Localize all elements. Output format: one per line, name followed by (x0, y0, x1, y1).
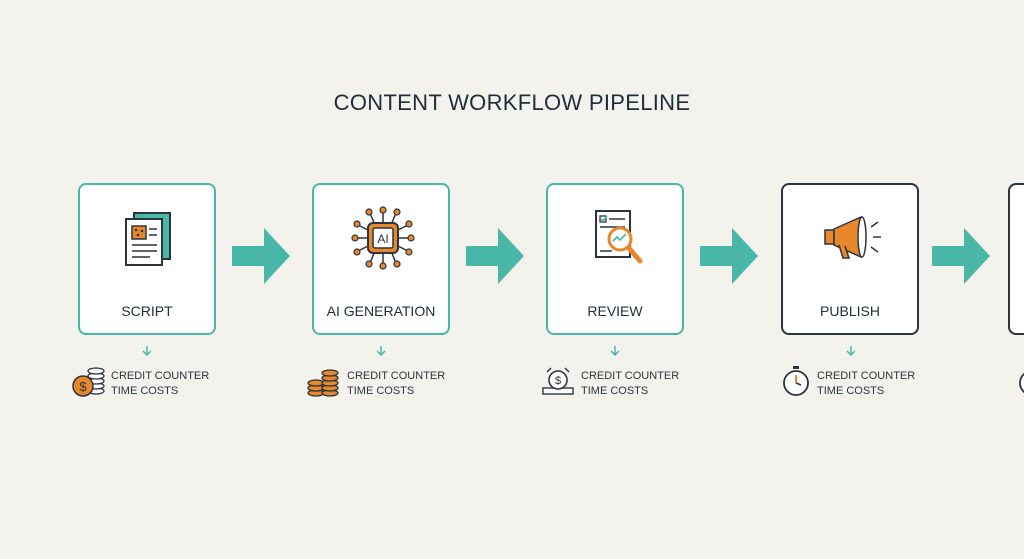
svg-text:$: $ (79, 379, 87, 394)
stage-label-review: REVIEW (587, 303, 643, 319)
cost-label-ai-generation: CREDIT COUNTER TIME COSTS (347, 369, 445, 399)
time-costs-text: TIME COSTS (347, 385, 415, 397)
time-costs-text: TIME COSTS (817, 385, 885, 397)
flow-arrow-icon (700, 228, 758, 284)
down-arrow-icon (142, 346, 152, 357)
ai-chip-icon: AI (351, 206, 415, 270)
ai-chip-text: AI (377, 232, 388, 246)
stage-review: REVIEW (546, 183, 684, 335)
stage-partial (1008, 183, 1024, 335)
stage-label-publish: PUBLISH (820, 303, 880, 319)
cost-label-review: CREDIT COUNTER TIME COSTS (581, 369, 679, 399)
stage-label-script: SCRIPT (121, 303, 173, 319)
cost-label-publish: CREDIT COUNTER TIME COSTS (817, 369, 915, 399)
coins-icon (307, 369, 339, 397)
credit-counter-text: CREDIT COUNTER (111, 370, 210, 382)
credit-counter-text: CREDIT COUNTER (817, 370, 916, 382)
money-clock-icon: $ (542, 367, 574, 395)
stage-script: SCRIPT (78, 183, 216, 335)
magnifier-checklist-icon (595, 210, 643, 264)
cost-label-script: CREDIT COUNTER TIME COSTS (111, 369, 209, 399)
stopwatch-icon (1019, 372, 1024, 394)
stage-ai-generation: AI AI GENERATION (312, 183, 450, 335)
time-costs-text: TIME COSTS (581, 385, 649, 397)
diagram-title: CONTENT WORKFLOW PIPELINE (333, 90, 691, 115)
flow-arrow-icon (232, 228, 290, 284)
flow-arrow-icon (932, 228, 990, 284)
stage-label-ai-generation: AI GENERATION (326, 303, 436, 319)
svg-text:$: $ (555, 375, 561, 387)
flow-arrow-icon (466, 228, 524, 284)
down-arrow-icon (846, 346, 856, 357)
down-arrow-icon (376, 346, 386, 357)
document-icon (125, 212, 171, 266)
coins-icon: $ (72, 367, 105, 397)
credit-counter-text: CREDIT COUNTER (581, 370, 680, 382)
down-arrow-icon (610, 346, 620, 357)
stage-publish: PUBLISH (781, 183, 919, 335)
megaphone-icon (824, 215, 881, 259)
credit-counter-text: CREDIT COUNTER (347, 370, 446, 382)
stopwatch-icon (783, 366, 809, 396)
time-costs-text: TIME COSTS (111, 385, 179, 397)
